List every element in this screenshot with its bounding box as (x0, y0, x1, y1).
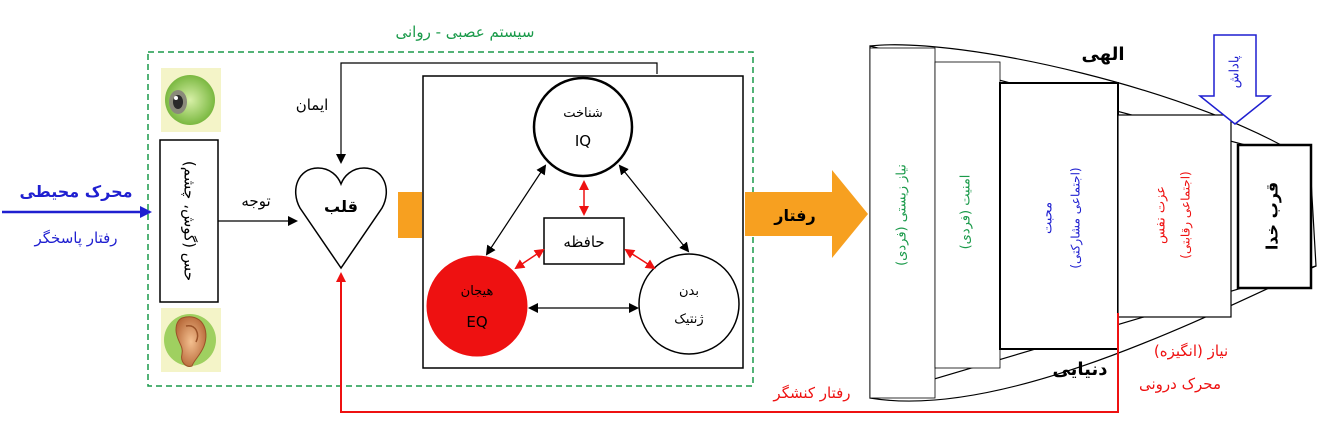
body-node (639, 254, 739, 354)
eye-icon (161, 68, 221, 132)
reward-label: پاداش (1228, 55, 1243, 88)
active-behavior-label: رفتار کنشگر (772, 384, 850, 402)
orange-connector (398, 192, 422, 238)
level-4-text: عزت نفس (1154, 186, 1169, 244)
pyramid-level-4 (1118, 115, 1231, 317)
level-3-text: محبت (1041, 202, 1056, 234)
level-2-text: امنیت (فردی) (959, 175, 974, 250)
faith-label: ایمان (296, 96, 329, 114)
eq-label: EQ (466, 313, 487, 331)
cognition-label: شناخت (563, 106, 603, 121)
ear-icon (161, 308, 221, 372)
emotion-node (427, 256, 527, 356)
senses-label: حس (گوش، چشم) (181, 161, 199, 281)
level-1-text: نیاز زیستی (فردی) (895, 164, 910, 266)
behavior-label: رفتار (773, 206, 815, 225)
pyramid-level-3 (1000, 83, 1118, 349)
environmental-stimulus-label: محرک محیطی (19, 182, 132, 201)
cognition-node (534, 78, 632, 176)
responsive-behavior-label: رفتار پاسخگر (33, 229, 117, 248)
heart-label: قلب (324, 197, 358, 216)
level-5-text: قرب خدا (1263, 182, 1282, 250)
genetic-label: ژنتیک (674, 312, 703, 327)
divine-label: الهی (1081, 44, 1124, 65)
level-4-subtext: (اجتماعی رقابتی) (1179, 171, 1194, 258)
nervous-system-label: سیستم عصبی - روانی (395, 23, 534, 41)
worldly-label: دنیایی (1052, 359, 1107, 380)
level-3-subtext: (اجتماعی مشارکتی) (1069, 167, 1084, 268)
emotion-label: هیجان (461, 284, 494, 299)
heart-shape (296, 168, 387, 268)
iq-label: IQ (575, 132, 591, 150)
memory-label: حافظه (563, 233, 604, 251)
need-motivation-label: نیاز (انگیزه) (1154, 342, 1228, 360)
internal-stimulus-label: محرک درونی (1139, 375, 1221, 393)
body-label: بدن (679, 284, 699, 299)
attention-label: توجه (241, 192, 270, 210)
